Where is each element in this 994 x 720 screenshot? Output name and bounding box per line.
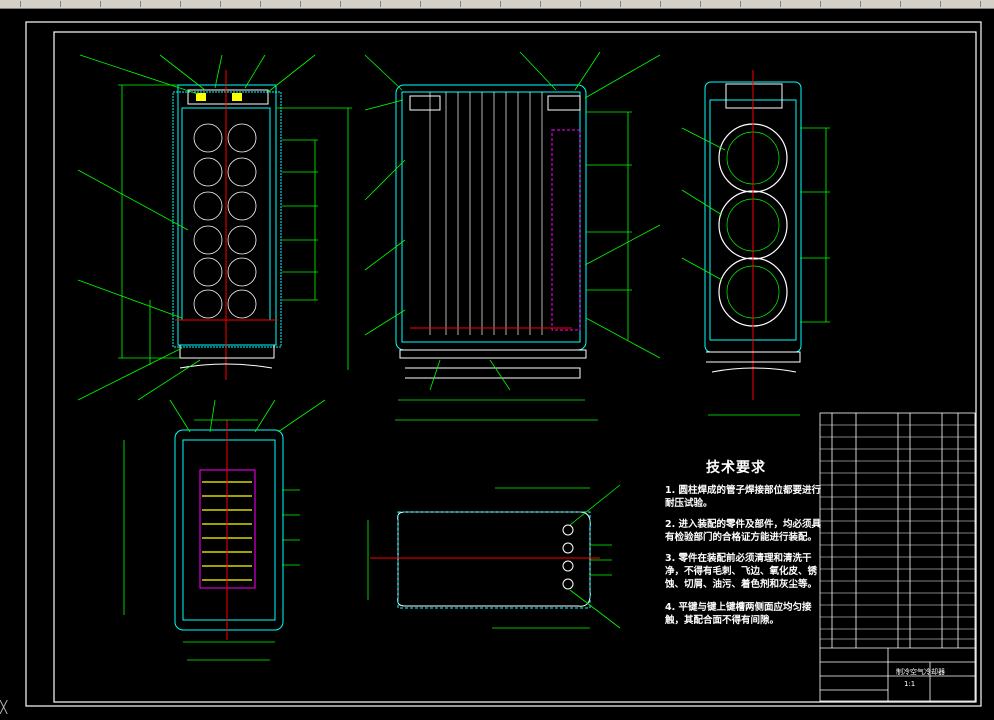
ruler-tick [820, 1, 821, 7]
ruler-tick [860, 1, 861, 7]
top-view [123, 399, 326, 661]
ruler-tick [540, 1, 541, 7]
outer-frame [25, 21, 982, 707]
ruler-tick [500, 1, 501, 7]
ruler-tick [340, 1, 341, 7]
ruler-tick [660, 1, 661, 7]
drawing-name-label: 制冷空气冷却器 [896, 668, 945, 676]
ruler-tick [780, 1, 781, 7]
requirement-line: 触，其配合面不得有间隙。 [665, 615, 780, 626]
ruler-tick [20, 1, 21, 7]
ruler-tick [140, 1, 141, 7]
ruler-tick [940, 1, 941, 7]
ruler-tick [700, 1, 701, 7]
window-title-strip [0, 0, 994, 9]
requirement-line: 净，不得有毛刺、飞边、氧化皮、锈 [665, 566, 818, 577]
technical-requirements-title: 技术要求 [706, 460, 766, 476]
ruler-tick [260, 1, 261, 7]
fan-view [681, 70, 830, 416]
cad-drawing-canvas[interactable] [0, 8, 994, 720]
ruler-tick [740, 1, 741, 7]
ruler-tick [980, 1, 981, 7]
requirement-line: 耐压试验。 [665, 498, 713, 509]
front-view [77, 54, 352, 401]
requirement-line: 4. 平键与键上键槽两侧面应均匀接 [665, 602, 812, 613]
ruler-tick [460, 1, 461, 7]
requirement-line: 2. 进入装配的零件及部件，均必须具 [665, 519, 822, 530]
ruler-tick [420, 1, 421, 7]
ruler-tick [100, 1, 101, 7]
ruler-tick [180, 1, 181, 7]
ruler-tick [300, 1, 301, 7]
ruler-tick [900, 1, 901, 7]
inner-frame [53, 31, 977, 703]
ruler-tick [580, 1, 581, 7]
requirement-line: 3. 零件在装配前必须清理和清洗干 [665, 553, 812, 564]
ruler-tick [380, 1, 381, 7]
ruler-tick [620, 1, 621, 7]
requirement-line: 有检验部门的合格证方能进行装配。 [665, 532, 818, 543]
ruler-tick [60, 1, 61, 7]
base-view [367, 484, 621, 629]
ruler-tick [220, 1, 221, 7]
section-view [364, 51, 661, 421]
scale-label: 1:1 [904, 680, 916, 688]
parts-list-rows [820, 424, 975, 640]
requirement-line: 蚀、切屑、油污、着色剂和灰尘等。 [665, 579, 818, 590]
crosshair-cursor-icon: ╳ [0, 700, 8, 714]
requirement-line: 1. 圆柱焊成的管子焊接部位都要进行 [665, 485, 822, 496]
